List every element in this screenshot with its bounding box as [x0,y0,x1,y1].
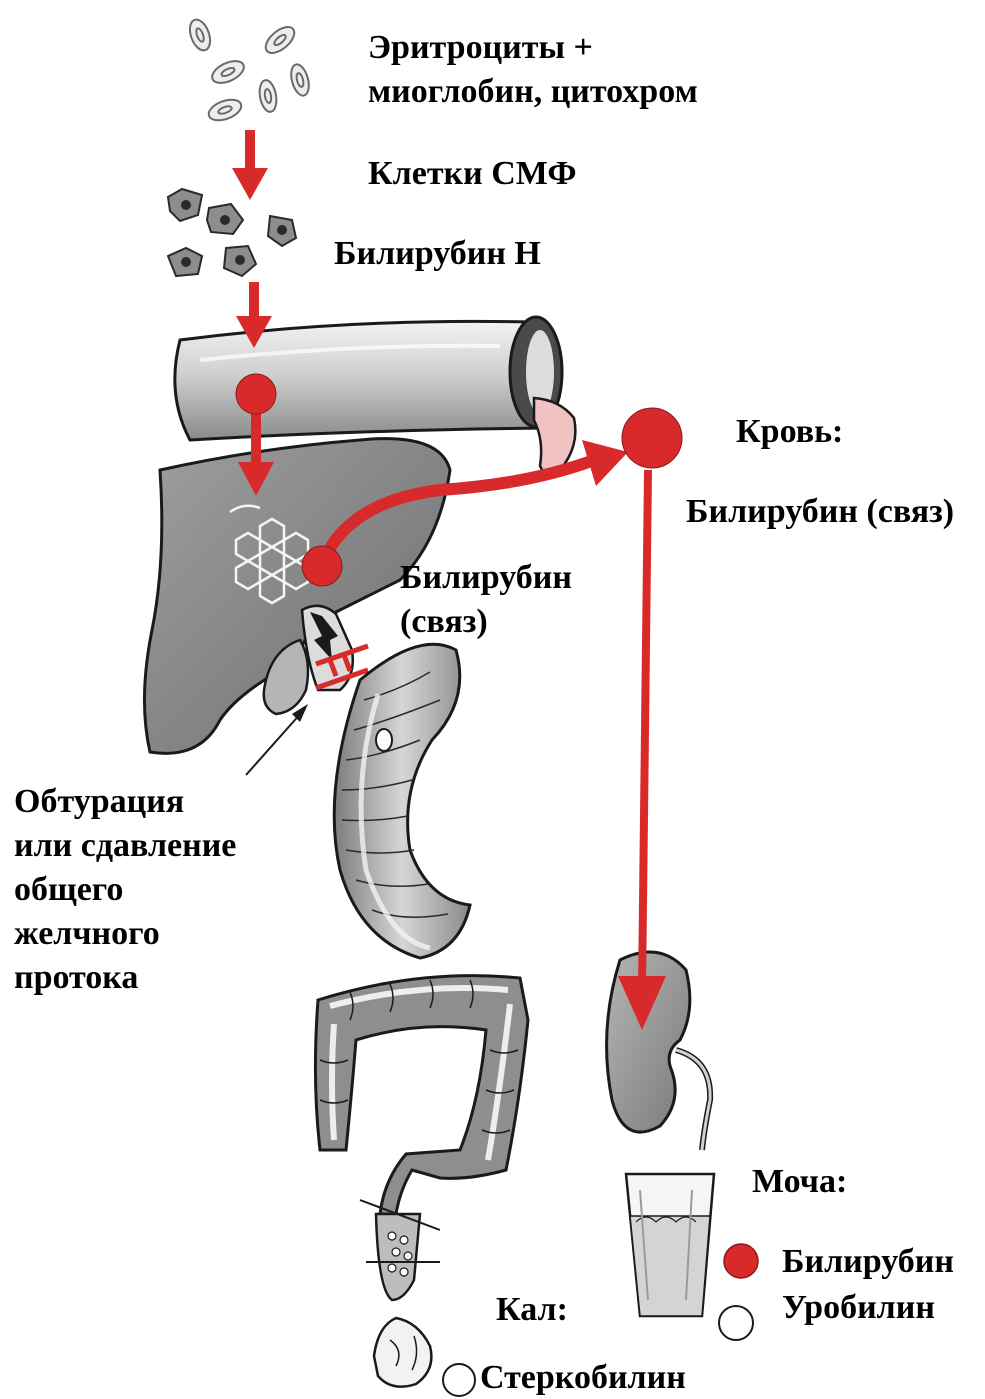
blood-bilirubin-dot [622,408,682,468]
liver-bilirubin-label-line2: (связ) [400,602,488,641]
obstruction-label-line1: Обтурация [14,782,184,821]
duodenum [334,644,470,958]
bilirubin-n-label: Билирубин Н [334,234,541,273]
urine-bilirubin-label: Билирубин [782,1242,954,1281]
stercobilin-marker [443,1364,475,1396]
urine-bilirubin-marker [724,1244,758,1278]
stercobilin-label: Стеркобилин [480,1358,686,1397]
erythrocyte-icon [261,22,299,58]
smf-cell-icon [268,216,296,246]
vessel-bilirubin-dot [236,374,276,414]
red-arrow-icon [232,168,268,200]
liver-bilirubin-dot [302,546,342,586]
erythrocyte-icon [186,17,214,53]
papilla-opening [376,729,392,751]
obstruction-label-line4: желчного [14,914,160,953]
smf-cell-icon [168,248,202,276]
erythrocyte-icon [209,57,247,88]
urine-title: Моча: [752,1162,847,1201]
urine-urobilin-label: Уробилин [782,1288,935,1327]
feces-title: Кал: [496,1290,568,1329]
smf-cell-icon [168,189,202,221]
erythrocyte-icon [206,96,244,125]
liver-bilirubin-label-line1: Билирубин [400,558,572,597]
smf-cells-group [168,189,296,276]
erythrocytes-group [186,17,312,124]
blood-title: Кровь: [736,412,843,451]
urine-urobilin-marker [719,1306,753,1340]
blood-bilirubin-label: Билирубин (связ) [686,492,954,531]
rectum [376,1214,420,1300]
obstruction-label-line2: или сдавление [14,826,236,865]
urine-glass [626,1174,714,1316]
erythrocytes-label: Эритроциты + [368,28,593,67]
erythrocyte-icon [288,62,312,97]
obstruction-label-line3: общего [14,870,123,909]
smf-cell-icon [207,204,243,234]
obstruction-label-line5: протока [14,958,138,997]
smf-cells-label: Клетки СМФ [368,154,577,193]
colon [315,976,528,1300]
myoglobin-label: миоглобин, цитохром [368,72,698,111]
smf-cell-icon [224,246,256,276]
erythrocyte-icon [257,79,278,113]
feces [374,1318,431,1387]
